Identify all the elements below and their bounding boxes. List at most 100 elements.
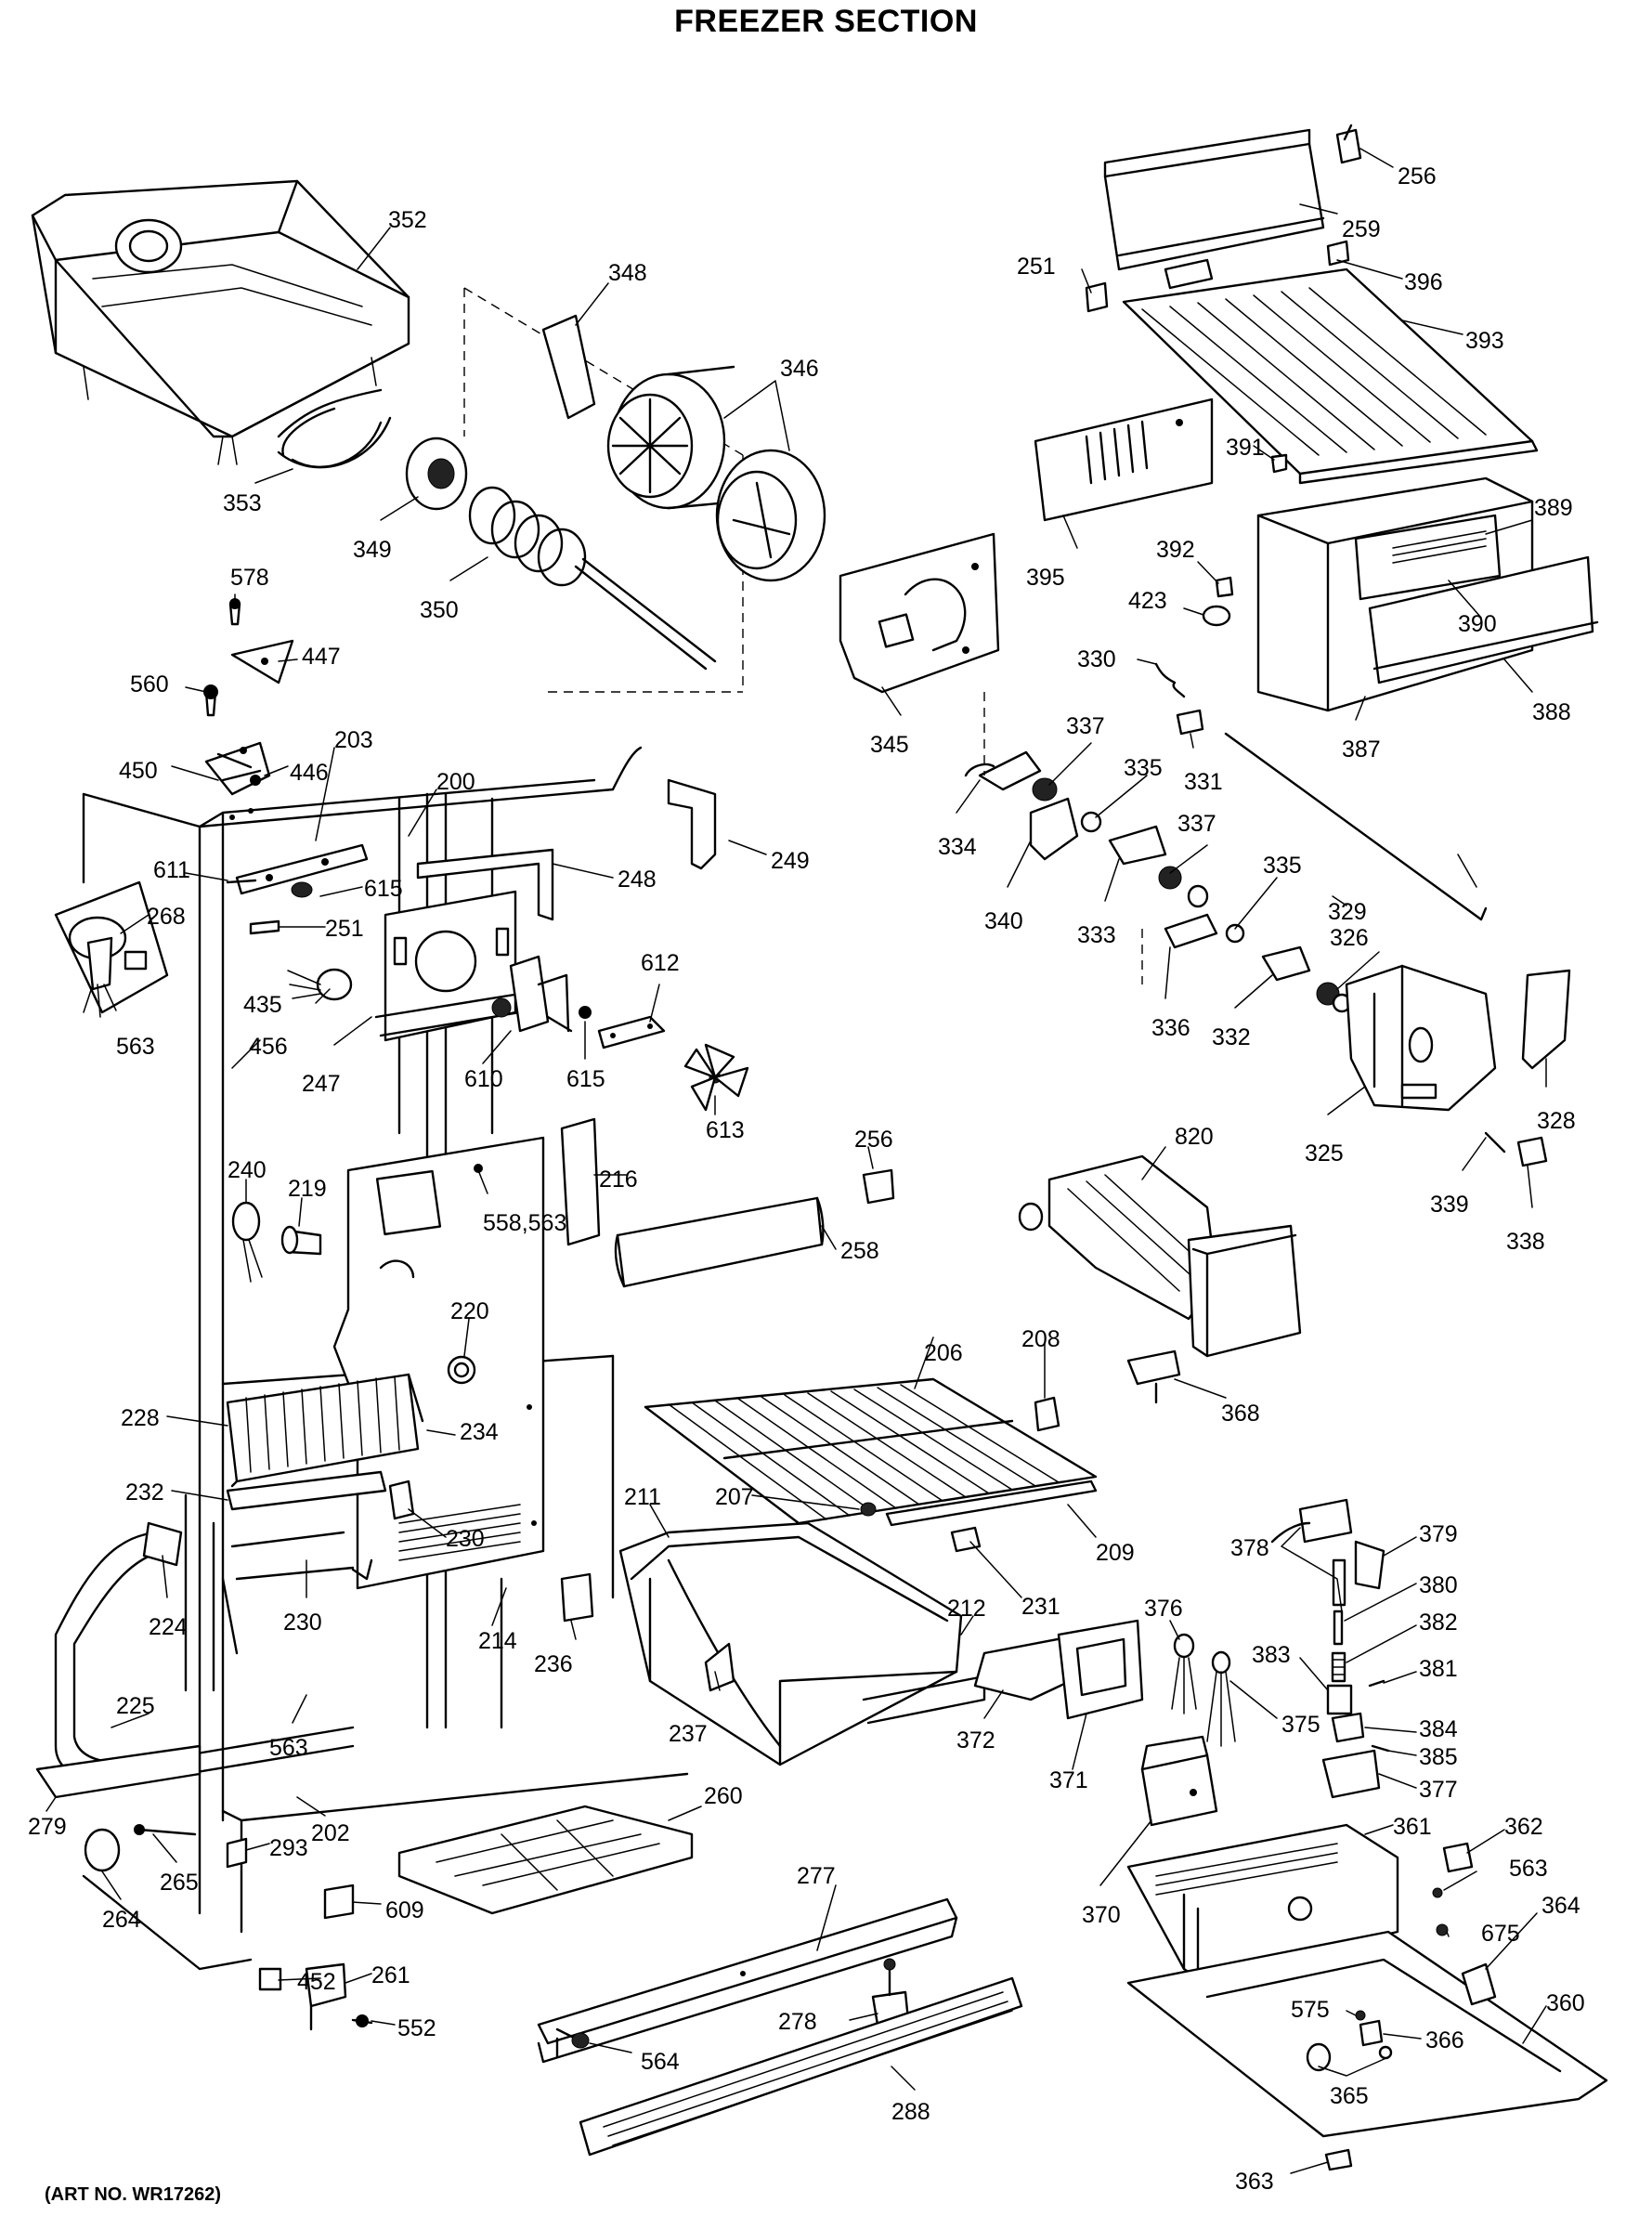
part-label-395: 395 [1026,565,1065,591]
part-label-268: 268 [147,904,186,930]
rail-209-drawing [885,1479,1098,1527]
right-fasteners-drawing [1324,1842,1497,2171]
part-label-393: 393 [1465,328,1504,354]
fan-blade-613-drawing [597,1015,749,1112]
hardware-left-drawing [203,598,294,796]
part-label-381: 381 [1419,1656,1458,1682]
part-label-228: 228 [121,1405,160,1431]
part-label-360: 360 [1546,1990,1585,2016]
part-label-335b: 335 [1263,853,1302,879]
part-label-379: 379 [1419,1521,1458,1547]
base-rail-277-drawing [537,1897,958,2064]
wire-harness-drawing [1171,1633,1236,1747]
bucket-bail-drawing [277,416,392,469]
channel-216-drawing [560,1117,601,1246]
part-label-260: 260 [704,1783,743,1809]
part-label-202: 202 [311,1820,350,1846]
solenoid-assembly-drawing [1270,1498,1385,1715]
part-label-383: 383 [1252,1642,1291,1668]
part-label-200: 200 [436,769,475,795]
leader-lines [46,148,1547,2174]
part-label-251b: 251 [325,916,364,942]
part-label-259: 259 [1342,216,1381,242]
parts-328-339-338-drawing [1484,969,1571,1167]
part-label-391: 391 [1226,435,1265,461]
motor-370-drawing [1140,1735,1218,1827]
ice-maker-820-drawing [1018,1154,1302,1358]
part-label-337b: 337 [1177,811,1216,837]
part-label-236: 236 [534,1651,573,1677]
part-label-335a: 335 [1124,755,1163,781]
part-label-350: 350 [420,597,459,623]
part-label-371: 371 [1049,1767,1088,1793]
part-label-231: 231 [1021,1594,1060,1620]
part-label-256a: 256 [1398,163,1437,189]
wire-shelf-206-drawing [644,1377,1098,1525]
part-label-251a: 251 [1017,254,1056,280]
part-label-362: 362 [1504,1814,1543,1840]
part-label-564: 564 [641,2049,680,2075]
art-number: (ART NO. WR17262) [45,2184,222,2205]
part-label-390: 390 [1458,611,1497,637]
freezer-liner-drawing [82,746,689,1934]
part-label-261: 261 [371,1962,410,1988]
dispenser-housing-drawing [1256,476,1599,712]
part-label-353: 353 [223,490,262,516]
part-label-446: 446 [290,760,329,786]
part-label-225: 225 [116,1693,155,1719]
rod-329-drawing [1224,732,1488,921]
crusher-drums-drawing [606,365,826,582]
part-label-372: 372 [956,1727,995,1753]
part-label-339: 339 [1430,1192,1469,1218]
part-label-366: 366 [1425,2027,1464,2053]
part-label-216: 216 [599,1167,638,1193]
part-label-396: 396 [1404,269,1443,295]
part-label-378: 378 [1230,1535,1269,1561]
chute-371-drawing [1057,1619,1144,1720]
part-label-368: 368 [1221,1401,1260,1427]
freezer-basket-211-drawing [618,1521,986,1766]
divider-248-drawing [416,778,717,921]
part-label-293: 293 [269,1835,308,1861]
drip-tray-260-drawing [397,1805,694,1915]
fan-bracket-247-drawing [374,890,522,1042]
page-title: FREEZER SECTION [674,4,978,39]
bracket-368-drawing [1126,1349,1181,1404]
evaporator-228-drawing [226,1373,424,1488]
part-label-376: 376 [1144,1596,1183,1622]
rail-clips-drawing [860,1502,982,1553]
part-label-288: 288 [891,2099,930,2125]
part-label-248: 248 [618,867,657,893]
part-label-208: 208 [1021,1326,1060,1352]
part-label-326: 326 [1330,925,1369,951]
evaporator-cover-214-drawing [332,1136,545,1590]
part-label-370: 370 [1082,1902,1121,1928]
part-label-558: 558,563 [483,1210,566,1236]
part-label-337a: 337 [1066,713,1105,739]
part-label-325: 325 [1305,1141,1344,1167]
part-label-237: 237 [669,1721,708,1747]
dispenser-box-361-drawing [1126,1823,1399,1980]
part-label-387: 387 [1342,736,1381,763]
part-label-240: 240 [228,1157,267,1183]
part-label-384: 384 [1419,1716,1458,1742]
part-label-363: 363 [1235,2169,1274,2195]
part-label-615a: 615 [364,876,403,902]
part-label-278: 278 [778,2009,817,2035]
part-label-220: 220 [450,1298,489,1324]
part-label-382: 382 [1419,1610,1458,1636]
fan-motor-610-drawing [491,955,592,1033]
part-label-264: 264 [102,1907,141,1933]
part-label-675: 675 [1481,1921,1520,1947]
part-label-423: 423 [1128,588,1167,614]
part-label-364: 364 [1541,1893,1580,1919]
part-label-611: 611 [153,857,190,883]
linkage-stack-drawing [964,692,1352,1013]
part-label-206: 206 [924,1340,963,1366]
clip-256b-drawing [862,1168,895,1205]
part-label-203: 203 [334,727,373,753]
part-label-277: 277 [797,1863,836,1889]
part-label-365: 365 [1330,2083,1369,2109]
